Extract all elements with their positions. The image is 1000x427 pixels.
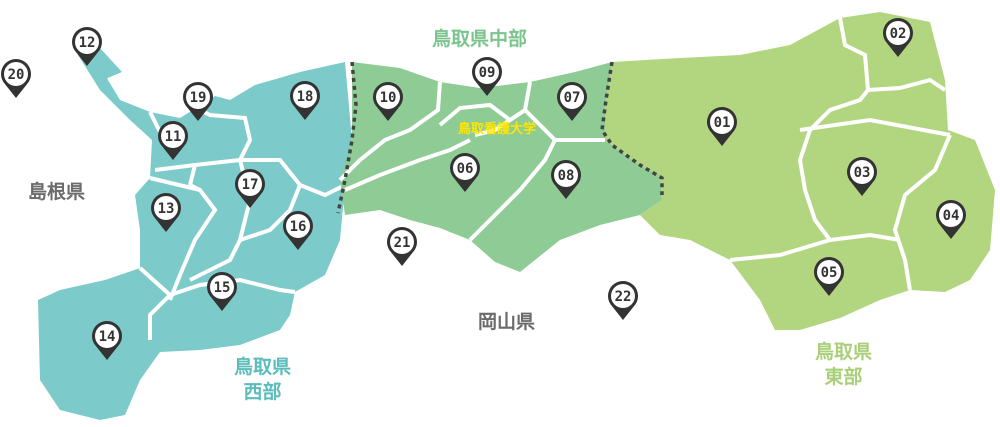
label-region-central: 鳥取県中部 xyxy=(432,28,528,50)
map-marker-14[interactable]: 14 xyxy=(92,320,123,360)
marker-ring xyxy=(95,324,119,348)
map-marker-15[interactable]: 15 xyxy=(207,271,238,311)
marker-ring xyxy=(453,156,477,180)
map-marker-02[interactable]: 02 xyxy=(882,17,914,57)
marker-ring xyxy=(286,214,310,238)
map-marker-17[interactable]: 17 xyxy=(235,168,265,208)
marker-number: 17 xyxy=(242,177,259,193)
marker-ring xyxy=(293,84,317,108)
marker-number: 16 xyxy=(290,219,307,235)
marker-ring xyxy=(475,60,499,84)
marker-number: 02 xyxy=(890,26,907,42)
marker-ring xyxy=(817,260,841,284)
map-marker-22[interactable]: 22 xyxy=(608,280,638,320)
map-marker-03[interactable]: 03 xyxy=(847,156,878,196)
label-region-west: 鳥取県 西部 xyxy=(234,355,291,405)
marker-number: 22 xyxy=(615,289,632,305)
map-marker-18[interactable]: 18 xyxy=(290,80,320,120)
marker-number: 20 xyxy=(8,67,25,83)
map-marker-19[interactable]: 19 xyxy=(183,81,213,121)
map-marker-10[interactable]: 10 xyxy=(373,81,404,121)
central-borders xyxy=(338,81,605,242)
label-region-west-line2: 西部 xyxy=(243,381,282,403)
marker-number: 15 xyxy=(214,280,231,296)
map-marker-05[interactable]: 05 xyxy=(814,256,845,296)
label-okayama: 岡山県 xyxy=(478,311,536,333)
label-region-east: 鳥取県 東部 xyxy=(815,340,872,390)
marker-number: 03 xyxy=(854,165,871,181)
marker-number: 09 xyxy=(479,65,496,81)
label-university: 鳥取看護大学 xyxy=(458,122,537,137)
marker-ring xyxy=(4,62,28,86)
label-shimane: 島根県 xyxy=(28,181,86,203)
marker-number: 19 xyxy=(190,90,207,106)
marker-ring xyxy=(161,124,185,148)
marker-number: 21 xyxy=(394,235,411,251)
label-region-east-line2: 東部 xyxy=(824,366,863,388)
map-marker-21[interactable]: 21 xyxy=(387,226,417,266)
marker-number: 04 xyxy=(943,208,960,224)
east-borders xyxy=(729,17,952,291)
map-marker-11[interactable]: 11 xyxy=(158,120,188,160)
map-marker-08[interactable]: 08 xyxy=(551,159,581,199)
marker-ring xyxy=(939,203,963,227)
marker-ring xyxy=(75,30,99,54)
marker-ring xyxy=(186,85,210,109)
marker-number: 11 xyxy=(165,129,182,145)
marker-ring xyxy=(210,275,234,299)
west-borders xyxy=(107,71,346,340)
region-central-shape xyxy=(340,62,662,272)
map-marker-20[interactable]: 20 xyxy=(1,58,32,98)
marker-number: 08 xyxy=(558,168,575,184)
marker-ring xyxy=(560,85,584,109)
marker-number: 13 xyxy=(158,201,175,217)
marker-ring xyxy=(710,110,734,134)
region-central xyxy=(338,62,662,272)
map-marker-09[interactable]: 09 xyxy=(472,56,502,96)
map-marker-04[interactable]: 04 xyxy=(936,199,966,239)
map-marker-13[interactable]: 13 xyxy=(151,192,181,232)
map-marker-07[interactable]: 07 xyxy=(557,81,588,121)
marker-ring xyxy=(886,21,910,45)
marker-number: 05 xyxy=(821,265,838,281)
marker-ring xyxy=(154,196,178,220)
marker-ring xyxy=(390,230,414,254)
marker-number: 10 xyxy=(380,90,397,106)
map-marker-06[interactable]: 06 xyxy=(450,152,481,192)
marker-ring xyxy=(376,85,400,109)
map-marker-01[interactable]: 01 xyxy=(707,106,738,146)
marker-ring xyxy=(238,172,262,196)
map-marker-16[interactable]: 16 xyxy=(283,210,313,250)
marker-number: 01 xyxy=(714,115,731,131)
marker-ring xyxy=(850,160,874,184)
dotted-boundaries xyxy=(336,61,664,214)
markers-layer: 01 02 03 04 05 06 07 08 09 10 11 12 13 14 15 16 17 18 19 20… xyxy=(1,17,966,360)
marker-number: 18 xyxy=(297,89,314,105)
marker-number: 07 xyxy=(564,90,581,106)
marker-number: 06 xyxy=(457,161,474,177)
marker-ring xyxy=(554,163,578,187)
region-east xyxy=(605,12,995,330)
marker-ring xyxy=(611,284,635,308)
marker-number: 14 xyxy=(99,329,116,345)
marker-number: 12 xyxy=(79,35,96,51)
map-marker-12[interactable]: 12 xyxy=(72,26,103,66)
label-region-west-line1: 鳥取県 xyxy=(234,356,292,378)
label-region-east-line1: 鳥取県 xyxy=(815,341,873,363)
